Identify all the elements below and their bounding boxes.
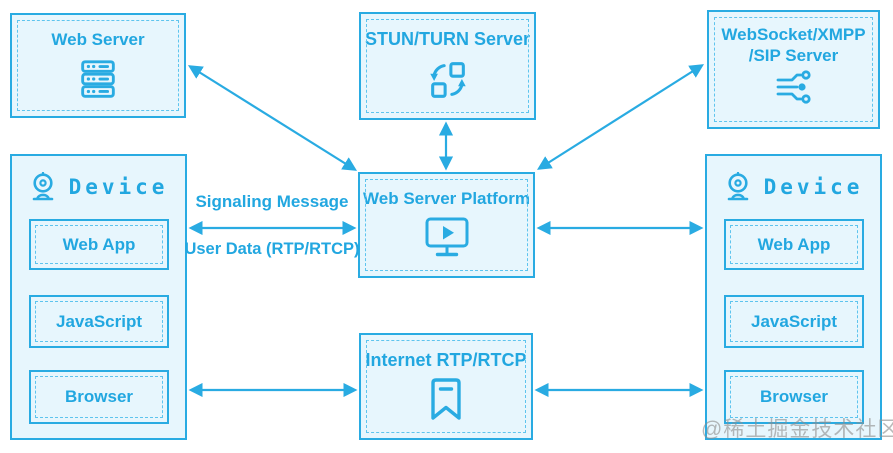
device-item-label: JavaScript (56, 311, 142, 331)
device-item-label: Web App (757, 234, 831, 254)
edge-webserver-platform (187, 65, 358, 171)
node-device-right: Device Web App JavaScript Browser (705, 154, 882, 440)
device-title: Device (707, 172, 880, 202)
node-title: STUN/TURN Server (364, 29, 531, 49)
node-title: Internet RTP/RTCP (365, 350, 527, 370)
user-data-label: User Data (RTP/RTCP) (184, 240, 360, 258)
device-item-label: Browser (64, 387, 134, 406)
server-stack-icon (81, 60, 115, 98)
node-title: WebSocket/XMPP /SIP Server (721, 24, 865, 67)
device-right-browser: Browser (724, 370, 864, 424)
device-left-browser: Browser (29, 370, 169, 424)
node-title-line2: /SIP Server (748, 46, 839, 66)
device-item-label: JavaScript (751, 311, 837, 331)
network-nodes-icon (776, 69, 811, 104)
node-web-server: Web Server (10, 13, 186, 118)
device-item-label: Browser (759, 387, 829, 406)
node-web-server-platform: Web Server Platform (358, 172, 535, 278)
watermark: @稀土掘金技术社区 (701, 418, 893, 441)
node-stun-turn-server: STUN/TURN Server (359, 12, 536, 120)
bookmark-icon (431, 377, 461, 420)
device-left-web-app: Web App (29, 219, 169, 270)
edge-platform-websocket (536, 64, 705, 170)
node-title: Web Server Platform (363, 189, 530, 208)
device-left-javascript: JavaScript (29, 295, 169, 348)
node-device-left: Device Web App JavaScript Browser (10, 154, 187, 440)
node-title: Web Server (51, 30, 145, 49)
signaling-message-label: Signaling Message (195, 192, 349, 211)
device-right-javascript: JavaScript (724, 295, 864, 348)
device-title-label: Device (763, 175, 864, 199)
node-websocket-server: WebSocket/XMPP /SIP Server (707, 10, 880, 129)
device-right-web-app: Web App (724, 219, 864, 270)
node-internet-rtp: Internet RTP/RTCP (359, 333, 533, 440)
device-title: Device (12, 172, 185, 202)
monitor-play-icon (425, 217, 468, 257)
node-title-line1: WebSocket/XMPP (721, 25, 866, 44)
sync-arrows-icon (429, 61, 466, 98)
webcam-icon (32, 172, 53, 201)
device-item-label: Web App (62, 234, 136, 254)
device-title-label: Device (68, 175, 169, 199)
webcam-icon (727, 172, 748, 201)
